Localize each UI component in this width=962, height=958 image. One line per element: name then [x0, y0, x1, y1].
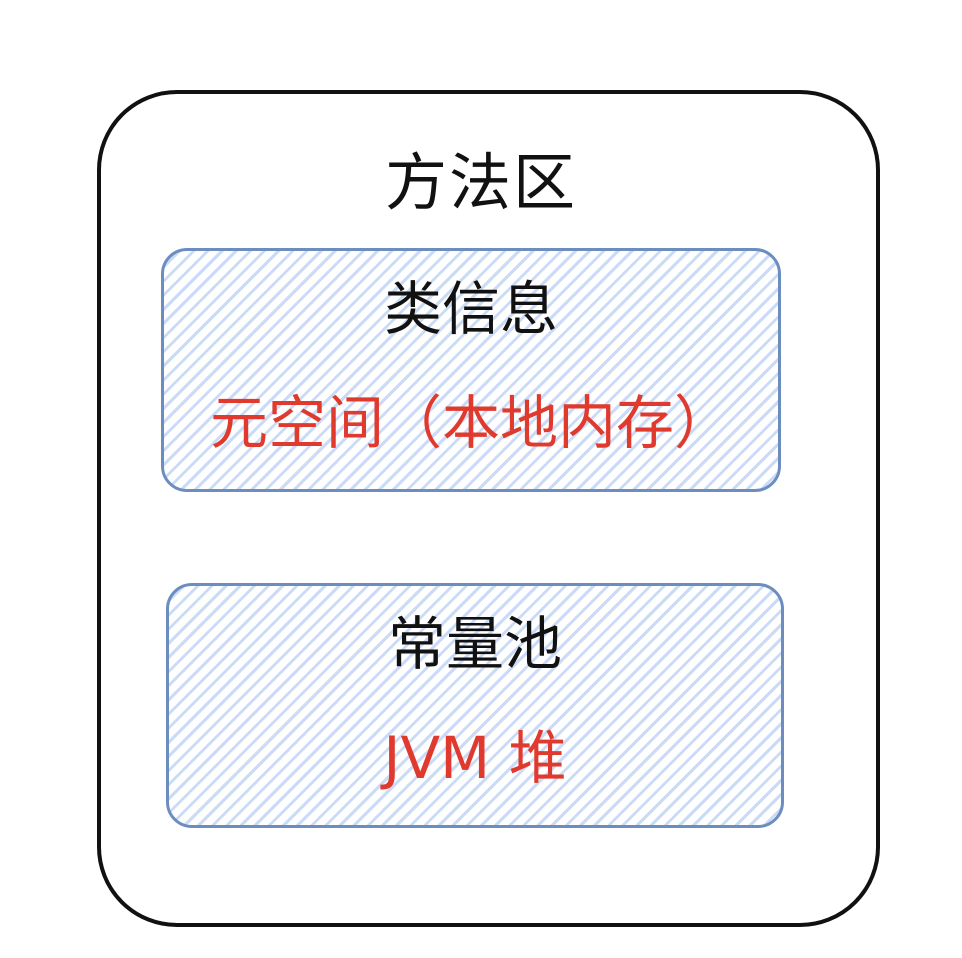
class-info-location: 元空间（本地内存） — [209, 389, 732, 457]
constant-pool-location: JVM 堆 — [383, 724, 567, 792]
class-info-title: 类信息 — [383, 275, 558, 343]
class-info-region: 类信息 元空间（本地内存） — [161, 248, 781, 492]
constant-pool-region: 常量池 JVM 堆 — [166, 583, 784, 828]
constant-pool-title: 常量池 — [387, 610, 562, 678]
method-area-title: 方法区 — [384, 146, 577, 219]
